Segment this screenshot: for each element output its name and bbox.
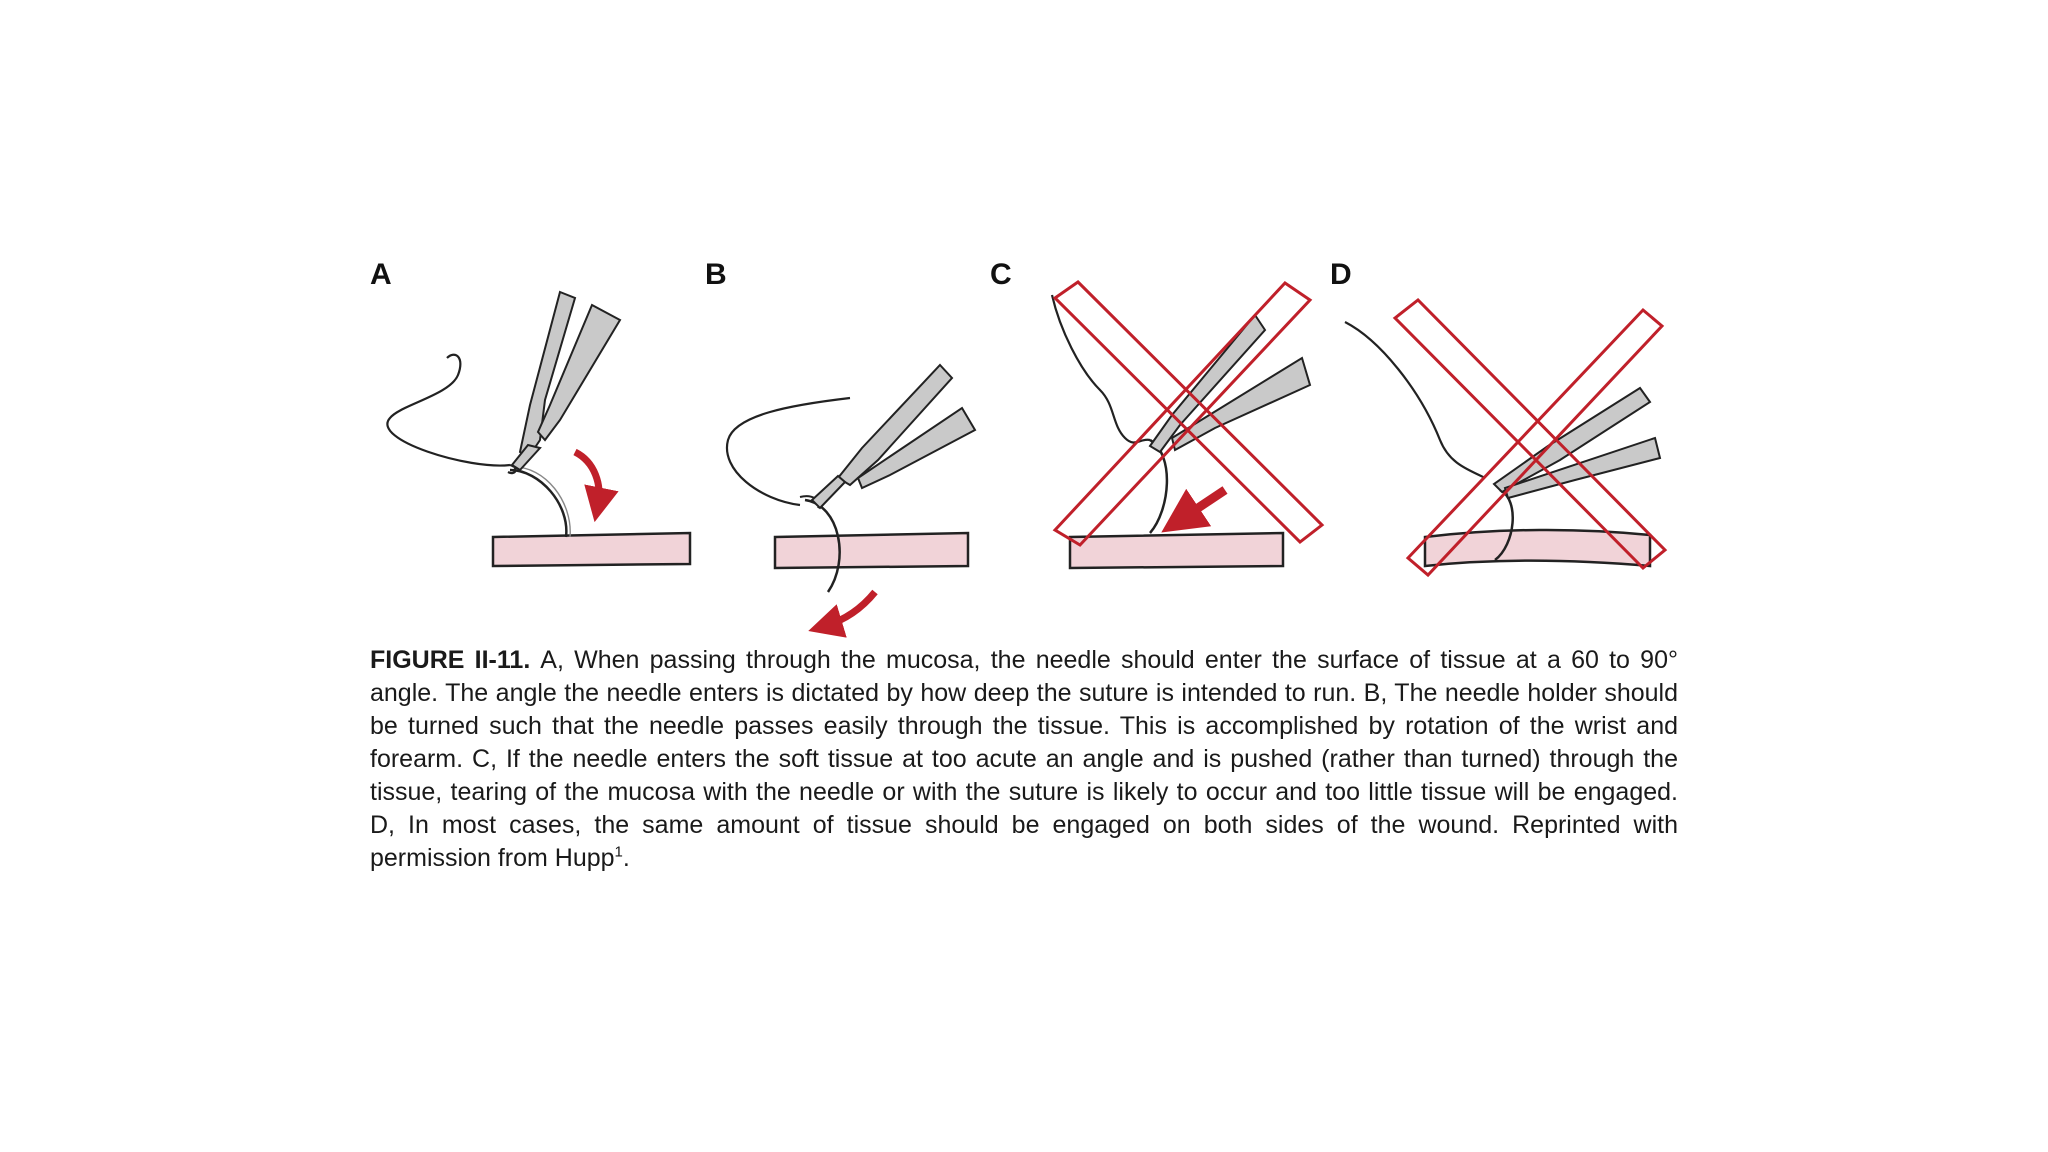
panel-a-needle [509,468,568,538]
panel-c-needle-holder [1148,313,1312,454]
panel-c-illustration [1050,280,1325,570]
panel-c-incorrect-cross [1052,280,1325,547]
caption-end: . [622,844,630,872]
panel-label-a: A [370,258,392,291]
panel-b-suture-thread [725,396,851,507]
panel-b-needle-holder [810,363,977,510]
panel-a-needle-holder [510,290,622,472]
panel-d-suture-thread [1344,321,1486,479]
caption-body: A, When passing through the mucosa, the … [370,646,1678,872]
reference-mark: 1 [614,843,623,861]
panel-b-illustration [725,363,977,638]
figure-number: FIGURE II-11. [370,646,531,674]
panel-c-suture-thread [1050,294,1151,444]
panel-b-rotation-arrow [808,589,878,638]
panel-label-d: D [1330,258,1352,291]
panel-d-incorrect-cross [1392,297,1668,578]
panel-a-rotation-arrow [573,448,619,523]
panel-d-illustration [1344,297,1668,578]
panel-label-b: B [705,258,727,291]
panel-a-suture-thread [386,353,511,467]
panel-a-tissue [491,531,692,568]
panel-c-tissue [1068,531,1285,570]
figure-caption: FIGURE II-11.A, When passing through the… [370,644,1678,875]
panel-label-c: C [990,258,1012,291]
panel-b-tissue [773,531,970,570]
panel-c-push-arrow [1161,486,1228,533]
panel-d-tissue [1423,528,1652,568]
panel-a-illustration [386,290,692,568]
